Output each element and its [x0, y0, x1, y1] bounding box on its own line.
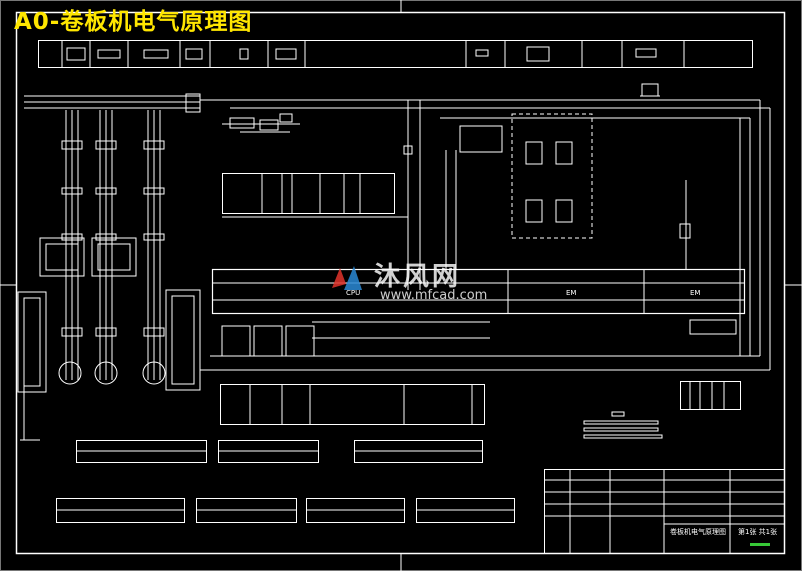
motor-1 — [58, 361, 82, 385]
control-section-upper — [185, 93, 691, 290]
power-bus — [24, 83, 771, 371]
terminal-rows-lower — [56, 440, 515, 523]
motor-3 — [142, 361, 166, 385]
motor-branches — [17, 110, 201, 441]
plc-label-main: CPU — [346, 289, 361, 297]
motor-2 — [94, 361, 118, 385]
title-block-drawing-name: 卷板机电气原理图 — [670, 528, 726, 536]
watermark: 沐风网 www.mfcad.com — [322, 258, 492, 306]
plc-label-module-1: EM — [566, 289, 577, 297]
header-strip — [38, 40, 753, 68]
title-block-sheet: 第1张 共1张 — [738, 528, 778, 536]
drawing-title: A0-卷板机电气原理图 — [14, 9, 253, 35]
watermark-url: www.mfcad.com — [380, 288, 488, 303]
title-block — [544, 469, 785, 554]
watermark-brand: 沐风网 — [374, 262, 462, 292]
watermark-logo-icon — [332, 266, 362, 290]
terminal-block-middle — [220, 381, 741, 439]
plc-io-row — [211, 268, 746, 357]
plc-label-module-2: EM — [690, 289, 701, 297]
